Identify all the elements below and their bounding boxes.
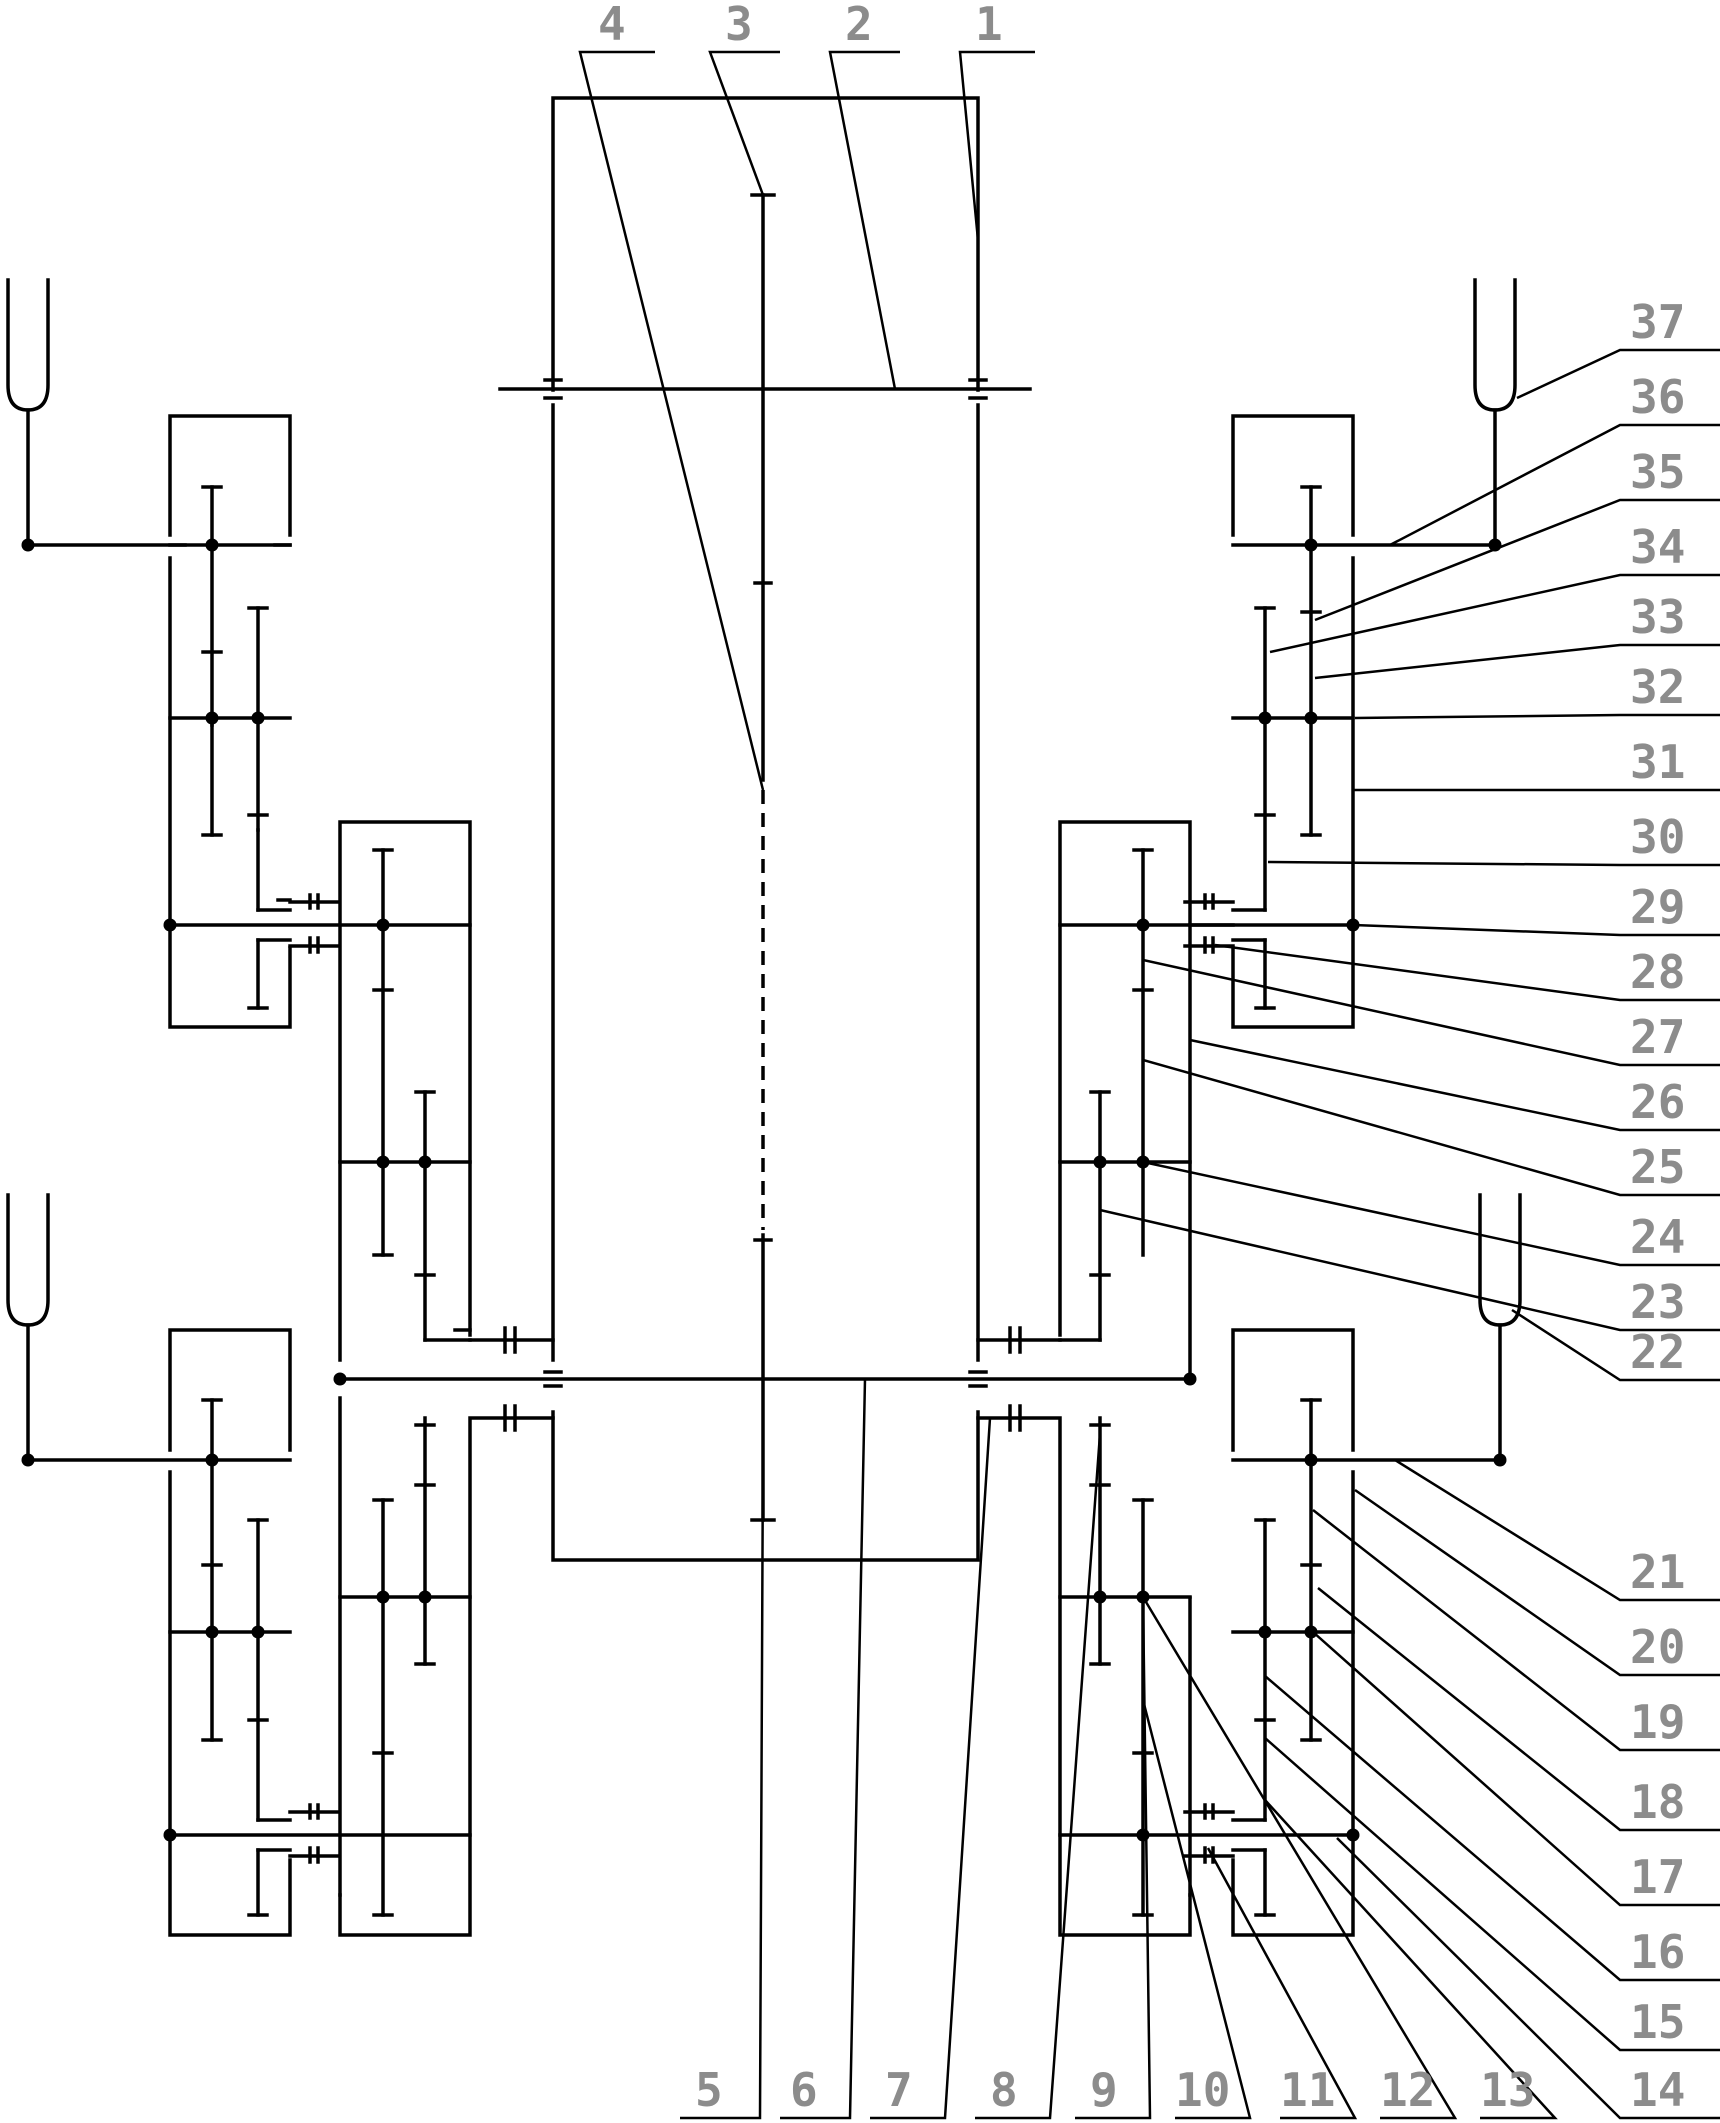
part-label: 36 bbox=[1630, 370, 1685, 424]
part-label: 24 bbox=[1630, 1210, 1685, 1264]
part-label: 3 bbox=[725, 0, 753, 51]
part-label: 17 bbox=[1630, 1850, 1685, 1904]
part-label: 18 bbox=[1630, 1775, 1685, 1829]
labels-top: 4 3 2 1 bbox=[598, 0, 1003, 51]
main-shaft bbox=[334, 1373, 1197, 1386]
part-label: 37 bbox=[1630, 295, 1685, 349]
part-label: 34 bbox=[1630, 520, 1685, 574]
part-label: 12 bbox=[1380, 2063, 1435, 2117]
part-label: 21 bbox=[1630, 1545, 1685, 1599]
part-label: 15 bbox=[1630, 1995, 1685, 2049]
part-label: 14 bbox=[1630, 2063, 1685, 2117]
part-label: 32 bbox=[1630, 660, 1685, 714]
part-label: 31 bbox=[1630, 735, 1685, 789]
labels-right: 37 36 35 34 33 32 31 30 29 28 27 26 25 2… bbox=[1630, 295, 1685, 2117]
part-label: 20 bbox=[1630, 1620, 1685, 1674]
part-label: 25 bbox=[1630, 1140, 1685, 1194]
part-label: 26 bbox=[1630, 1075, 1685, 1129]
part-label: 2 bbox=[845, 0, 873, 51]
part-label: 11 bbox=[1280, 2063, 1335, 2117]
right-upper-drive bbox=[978, 280, 1515, 1379]
part-label: 5 bbox=[695, 2063, 723, 2117]
labels-bottom: 5 6 7 8 9 10 11 12 13 bbox=[695, 2063, 1535, 2117]
central-drum bbox=[500, 98, 1030, 1560]
part-label: 13 bbox=[1480, 2063, 1535, 2117]
part-label: 10 bbox=[1175, 2063, 1230, 2117]
part-label: 16 bbox=[1630, 1925, 1685, 1979]
part-label: 9 bbox=[1090, 2063, 1118, 2117]
part-label: 23 bbox=[1630, 1275, 1685, 1329]
part-label: 30 bbox=[1630, 810, 1685, 864]
part-label: 22 bbox=[1630, 1325, 1685, 1379]
part-label: 1 bbox=[975, 0, 1003, 51]
part-label: 19 bbox=[1630, 1695, 1685, 1749]
part-label: 27 bbox=[1630, 1010, 1685, 1064]
part-label: 6 bbox=[790, 2063, 818, 2117]
part-label: 33 bbox=[1630, 590, 1685, 644]
part-label: 8 bbox=[990, 2063, 1018, 2117]
part-label: 35 bbox=[1630, 445, 1685, 499]
part-label: 28 bbox=[1630, 945, 1685, 999]
leader-lines bbox=[580, 52, 1720, 2118]
part-label: 7 bbox=[885, 2063, 913, 2117]
part-label: 29 bbox=[1630, 880, 1685, 934]
part-label: 4 bbox=[598, 0, 626, 51]
